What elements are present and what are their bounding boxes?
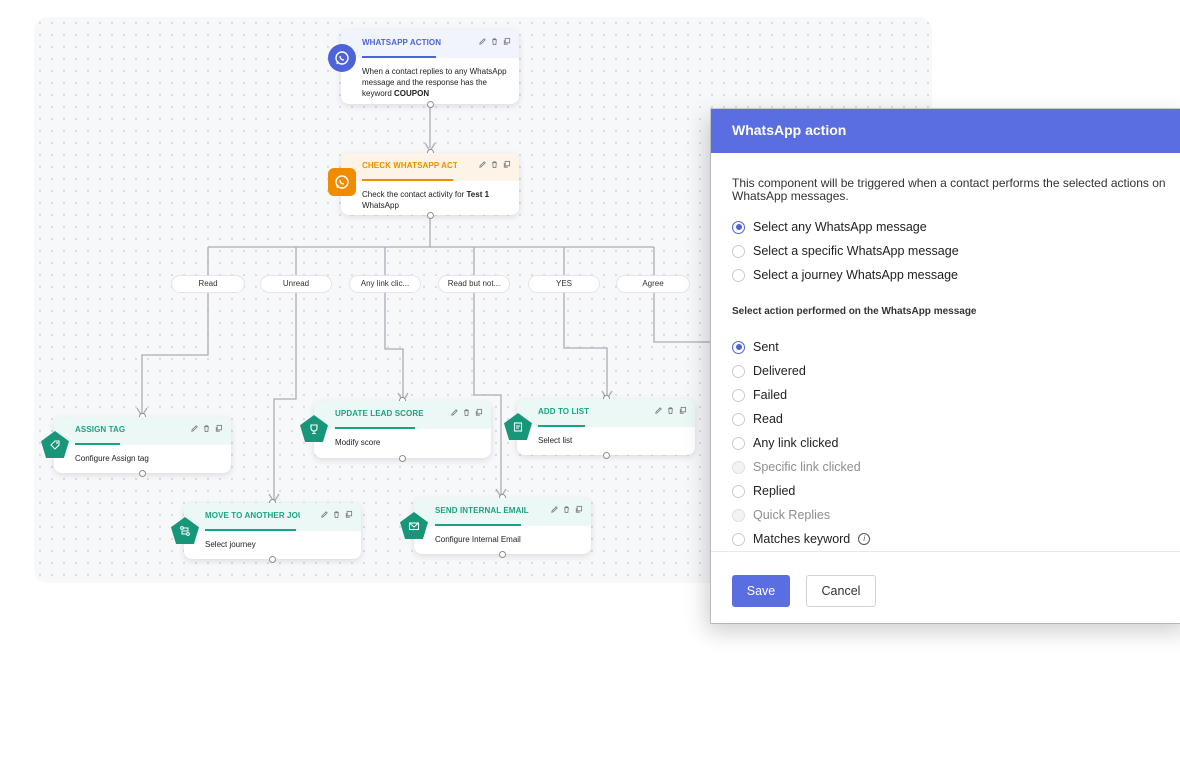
output-port[interactable]	[602, 452, 610, 459]
branch-chip-any-link[interactable]: Any link clic...	[350, 276, 420, 292]
modal-title: WhatsApp action	[732, 122, 847, 138]
copy-icon[interactable]	[502, 160, 511, 169]
edit-icon[interactable]	[478, 37, 487, 46]
node-description: Configure Assign tag	[75, 454, 149, 463]
radio-icon[interactable]	[732, 532, 745, 546]
output-port[interactable]	[269, 556, 276, 563]
radio-icon[interactable]	[732, 244, 745, 258]
radio-action-delivered[interactable]: Delivered	[732, 364, 806, 378]
node-title: ADD TO LIST	[538, 407, 590, 416]
node-title: CHECK WHATSAPP ACTI	[362, 161, 457, 170]
trash-icon[interactable]	[462, 408, 471, 417]
trash-icon[interactable]	[562, 505, 571, 514]
radio-icon[interactable]	[732, 412, 745, 426]
update-lead-score-node[interactable]: UPDATE LEAD SCORE Modify score	[314, 397, 491, 462]
radio-selected-icon[interactable]	[732, 220, 745, 234]
footer-divider	[711, 551, 1180, 552]
whatsapp-action-modal: WhatsApp action This component will be t…	[711, 109, 1180, 623]
edit-icon[interactable]	[550, 505, 559, 514]
radio-disabled-icon	[732, 508, 745, 522]
radio-action-read[interactable]: Read	[732, 412, 783, 426]
radio-action-failed[interactable]: Failed	[732, 388, 787, 402]
node-title: WHATSAPP ACTION	[362, 38, 442, 47]
trash-icon[interactable]	[666, 406, 675, 415]
node-description: Check the contact activity for Test 1 Wh…	[362, 190, 490, 210]
assign-tag-node[interactable]: ASSIGN TAG Configure Assign tag	[54, 413, 231, 477]
radio-icon[interactable]	[732, 436, 745, 450]
edit-icon[interactable]	[450, 408, 459, 417]
radio-action-quick-replies: Quick Replies	[732, 508, 830, 522]
node-description: When a contact replies to any WhatsApp m…	[362, 67, 507, 98]
branch-chip-read-but-not[interactable]: Read but not...	[439, 276, 509, 292]
radio-icon[interactable]	[732, 268, 745, 282]
copy-icon[interactable]	[214, 424, 223, 433]
branch-chip-unread[interactable]: Unread	[261, 276, 331, 292]
radio-disabled-icon	[732, 460, 745, 474]
check-whatsapp-activity-node[interactable]: CHECK WHATSAPP ACTI Check the contact ac…	[341, 149, 519, 219]
branch-chip-yes[interactable]: YES	[529, 276, 599, 292]
save-button[interactable]: Save	[732, 575, 790, 607]
radio-action-specific-link-clicked: Specific link clicked	[732, 460, 861, 474]
branch-chip-read[interactable]: Read	[172, 276, 244, 292]
node-title: MOVE TO ANOTHER JOU	[205, 511, 300, 520]
modal-description: This component will be triggered when a …	[732, 176, 1166, 203]
node-description: Configure Internal Email	[435, 535, 521, 544]
edit-icon[interactable]	[654, 406, 663, 415]
edit-icon[interactable]	[478, 160, 487, 169]
trash-icon[interactable]	[202, 424, 211, 433]
copy-icon[interactable]	[502, 37, 511, 46]
radio-icon[interactable]	[732, 484, 745, 498]
edit-icon[interactable]	[190, 424, 199, 433]
branch-chip-agree[interactable]: Agree	[617, 276, 689, 292]
radio-action-matches-keyword[interactable]: Matches keyword i	[732, 532, 871, 546]
copy-icon[interactable]	[344, 510, 353, 519]
radio-selected-icon[interactable]	[732, 340, 745, 354]
move-to-another-journey-node[interactable]: MOVE TO ANOTHER JOU Select journey	[184, 499, 361, 563]
whatsapp-icon	[328, 168, 356, 196]
whatsapp-action-node[interactable]: WHATSAPP ACTION When a contact replies t…	[341, 30, 519, 108]
node-title: UPDATE LEAD SCORE	[335, 409, 424, 418]
send-internal-email-node[interactable]: SEND INTERNAL EMAIL Configure Internal E…	[414, 494, 591, 558]
radio-specific-whatsapp-message[interactable]: Select a specific WhatsApp message	[732, 244, 959, 258]
radio-icon[interactable]	[732, 364, 745, 378]
connector-lines	[136, 107, 724, 504]
output-port[interactable]	[499, 551, 506, 558]
output-port[interactable]	[139, 470, 146, 477]
copy-icon[interactable]	[678, 406, 687, 415]
radio-action-sent[interactable]: Sent	[732, 340, 779, 354]
edit-icon[interactable]	[320, 510, 329, 519]
node-description: Select list	[538, 436, 573, 445]
node-title: ASSIGN TAG	[75, 425, 126, 434]
node-title: SEND INTERNAL EMAIL	[435, 506, 529, 515]
trash-icon[interactable]	[490, 37, 499, 46]
radio-journey-whatsapp-message[interactable]: Select a journey WhatsApp message	[732, 268, 958, 282]
info-icon[interactable]: i	[858, 533, 871, 545]
output-port[interactable]	[426, 212, 434, 219]
add-to-list-node[interactable]: ADD TO LIST Select list	[517, 395, 695, 459]
copy-icon[interactable]	[474, 408, 483, 417]
trash-icon[interactable]	[332, 510, 341, 519]
node-description: Modify score	[335, 438, 381, 447]
radio-action-replied[interactable]: Replied	[732, 484, 795, 498]
radio-action-any-link-clicked[interactable]: Any link clicked	[732, 436, 838, 450]
node-description: Select journey	[205, 540, 256, 549]
cancel-button[interactable]: Cancel	[806, 575, 876, 607]
output-port[interactable]	[426, 101, 434, 108]
trash-icon[interactable]	[490, 160, 499, 169]
copy-icon[interactable]	[574, 505, 583, 514]
output-port[interactable]	[399, 455, 406, 462]
modal-header: WhatsApp action	[711, 109, 1180, 153]
action-section-heading: Select action performed on the WhatsApp …	[732, 306, 977, 317]
radio-icon[interactable]	[732, 388, 745, 402]
whatsapp-icon	[328, 44, 356, 72]
radio-any-whatsapp-message[interactable]: Select any WhatsApp message	[732, 220, 927, 234]
